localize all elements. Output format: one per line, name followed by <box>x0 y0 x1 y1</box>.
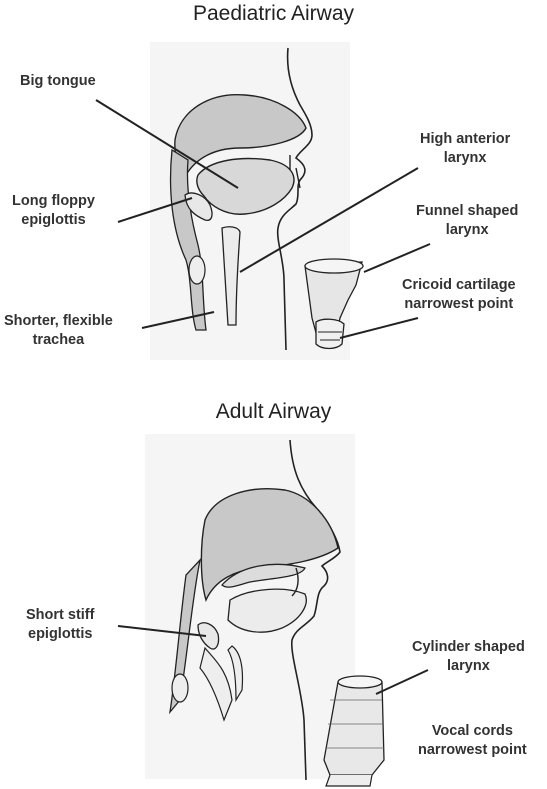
paediatric-tongue <box>196 157 295 215</box>
pointer-long-floppy-epiglottis <box>117 197 193 223</box>
paediatric-trachea <box>221 226 241 326</box>
pointer-cricoid <box>339 317 419 339</box>
adult-nasal-tissue <box>200 488 339 602</box>
paediatric-title: Paediatric Airway <box>192 2 355 25</box>
label-vocal-cords: Vocal cords narrowest point <box>418 723 527 758</box>
pointer-shorter-trachea <box>141 311 215 329</box>
adult-tongue <box>227 588 307 633</box>
adult-head-diagram <box>145 434 355 781</box>
adult-cylinder-larynx <box>323 675 385 787</box>
pointer-high-anterior-larynx <box>239 167 419 273</box>
label-short-stiff-epiglottis: Short stiff epiglottis <box>26 607 95 642</box>
paediatric-pharynx-tissue <box>169 148 207 331</box>
label-high-anterior-larynx: High anterior larynx <box>420 131 511 166</box>
label-shorter-flexible-trachea: Shorter, flexible trachea <box>4 313 113 348</box>
paediatric-funnel-larynx <box>304 258 364 350</box>
label-funnel-shaped-larynx: Funnel shaped larynx <box>416 203 519 238</box>
label-cylinder-shaped-larynx: Cylinder shaped larynx <box>412 639 525 674</box>
pointer-cylinder-larynx <box>375 669 429 695</box>
pointer-big-tongue <box>95 99 239 189</box>
label-big-tongue: Big tongue <box>20 73 96 89</box>
adult-pointer-lines <box>117 625 429 695</box>
paediatric-face-profile <box>276 47 313 351</box>
pointer-short-stiff-epiglottis <box>117 625 207 637</box>
adult-title: Adult Airway <box>215 400 332 423</box>
label-long-floppy-epiglottis: Long floppy epiglottis <box>12 193 95 228</box>
pointer-funnel-larynx <box>363 243 431 273</box>
paediatric-pointer-lines <box>95 99 431 339</box>
adult-epiglottis <box>197 622 220 650</box>
paediatric-epiglottis <box>184 192 213 221</box>
label-cricoid-cartilage: Cricoid cartilage narrowest point <box>402 277 516 312</box>
